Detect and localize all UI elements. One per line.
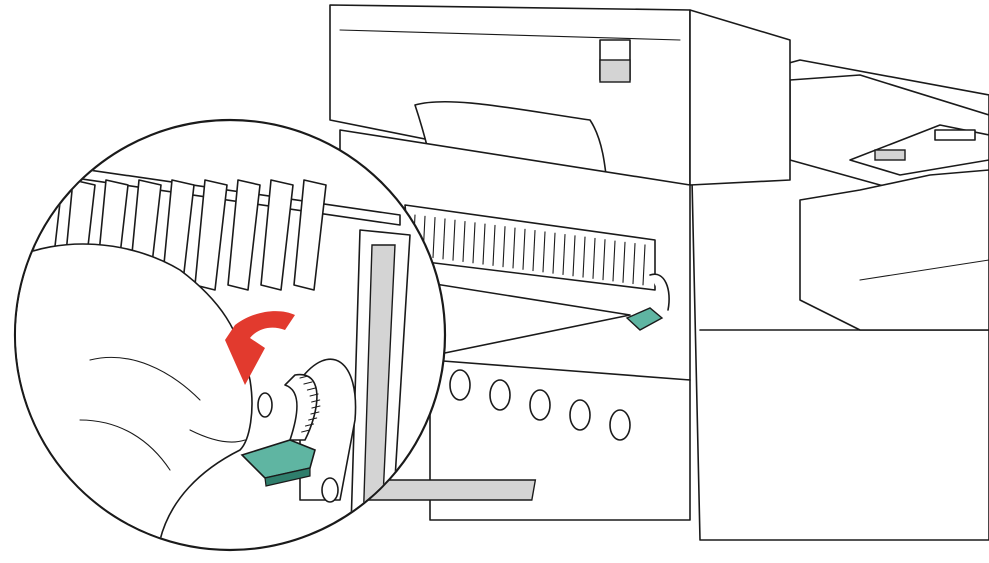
guide-fin [227, 179, 261, 291]
lever-gear [284, 373, 318, 441]
fuser-lever [240, 439, 316, 479]
fuser-tooth [592, 237, 596, 279]
gear-tooth [303, 381, 313, 385]
fuser-tooth [642, 244, 646, 286]
feed-roller [449, 369, 471, 401]
feed-roller [489, 379, 511, 411]
feed-roller [529, 389, 551, 421]
fuser-tooth [602, 239, 606, 281]
fuser-tooth [522, 228, 526, 270]
fuser-tooth [482, 223, 486, 265]
fuser-tooth [432, 217, 436, 259]
fuser-tooth [562, 233, 566, 276]
gear-tooth [306, 387, 316, 391]
guide-fin [260, 179, 294, 291]
fuser-tooth [532, 230, 536, 272]
fuser-tooth [632, 243, 636, 285]
gear-tooth [299, 375, 309, 379]
gear-tooth [311, 405, 321, 409]
gear-tooth [308, 417, 318, 421]
fuser-tooth [552, 232, 556, 274]
fuser-lever-small [625, 273, 670, 331]
gear-tooth [311, 399, 321, 403]
fuser-tooth [612, 240, 616, 282]
fuser-tooth [512, 227, 516, 269]
fuser-tooth [442, 218, 446, 260]
fuser-tooth [472, 222, 476, 264]
fuser-tooth [492, 224, 496, 266]
gear-tooth [301, 429, 311, 433]
guide-fin [293, 179, 327, 291]
gear-tooth [304, 423, 315, 427]
fuser-tooth [622, 241, 626, 283]
magnified-detail-circle [13, 118, 447, 552]
feed-roller [609, 409, 631, 441]
fuser-tooth [452, 219, 456, 261]
rotate-down-arrow-icon [225, 311, 295, 385]
fuser-tooth [582, 236, 586, 278]
feed-roller [569, 399, 591, 431]
gear-tooth [310, 411, 320, 415]
fuser-tooth [542, 231, 546, 273]
fuser-tooth [462, 220, 466, 263]
fuser-tooth [502, 226, 506, 268]
guide-fin [194, 179, 228, 291]
fuser-tooth [572, 235, 576, 277]
gear-tooth [309, 393, 319, 397]
